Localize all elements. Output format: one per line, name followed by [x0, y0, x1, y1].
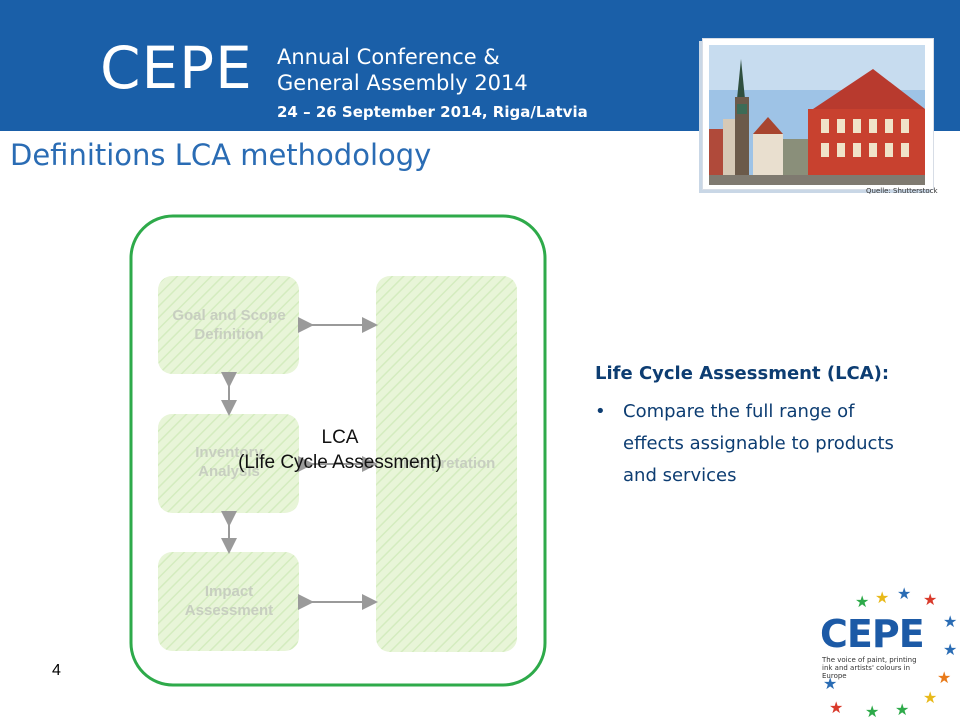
svg-text:★: ★	[943, 612, 957, 631]
conference-title-line1: Annual Conference &	[277, 45, 500, 69]
page-number: 4	[52, 662, 61, 679]
svg-text:★: ★	[923, 590, 937, 609]
lca-label-line2: (Life Cycle Assessment)	[238, 452, 442, 473]
interpretation-box	[376, 276, 517, 652]
interpretation-label: Interpretation	[399, 455, 496, 472]
footer-logo-word: CEPE	[820, 612, 925, 656]
bullet-item: • Compare the full range of effects assi…	[595, 396, 925, 492]
goal-scope-box	[158, 276, 299, 374]
svg-text:★: ★	[937, 668, 951, 687]
conference-dates: 24 – 26 September 2014, Riga/Latvia	[277, 103, 588, 121]
svg-text:★: ★	[823, 674, 837, 693]
lca-label-line1: LCA	[321, 427, 359, 448]
svg-text:★: ★	[829, 698, 843, 717]
svg-text:★: ★	[923, 688, 937, 707]
photo-credit: Quelle: Shutterstock	[866, 187, 938, 195]
header-logo-text: CEPE	[100, 34, 253, 102]
svg-text:★: ★	[865, 702, 879, 720]
impact-assessment-box	[158, 552, 299, 651]
bullet-text: Compare the full range of effects assign…	[623, 401, 894, 486]
lca-definition: Life Cycle Assessment (LCA): • Compare t…	[595, 360, 925, 492]
svg-text:★: ★	[855, 592, 869, 611]
conference-title-line2: General Assembly 2014	[277, 71, 528, 95]
lca-heading: Life Cycle Assessment (LCA):	[595, 363, 890, 384]
svg-text:★: ★	[943, 640, 957, 659]
slide-title: Definitions LCA methodology	[10, 138, 432, 172]
inventory-analysis-box	[158, 414, 299, 513]
svg-text:★: ★	[875, 588, 889, 607]
riga-photo	[702, 38, 934, 190]
svg-text:★: ★	[897, 585, 911, 603]
svg-text:★: ★	[895, 700, 909, 719]
bullet-dot: •	[595, 401, 606, 422]
lca-overlay-label: LCA (Life Cycle Assessment)	[190, 425, 490, 475]
cepe-stars-logo: ★ ★ ★ ★ ★ ★ ★ ★ ★ ★ ★ ★	[823, 585, 957, 720]
footer-logo-tagline: The voice of paint, printing ink and art…	[822, 656, 917, 680]
